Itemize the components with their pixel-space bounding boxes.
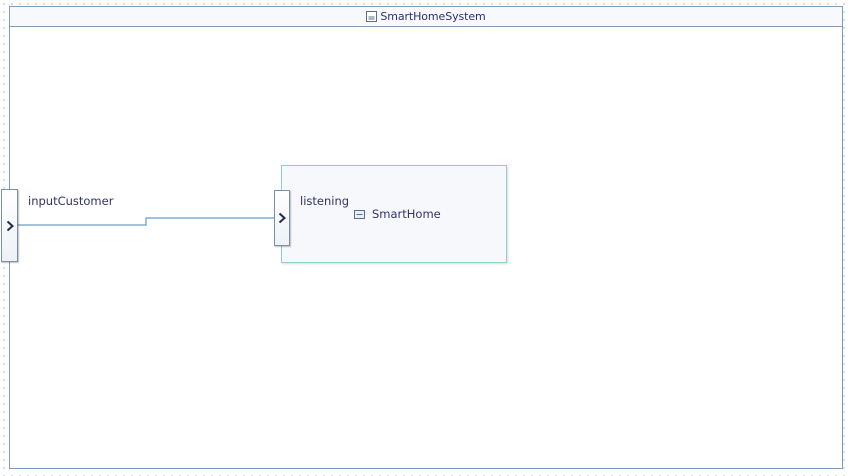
component-icon [354,209,365,219]
port-label-input-customer: inputCustomer [28,194,114,208]
chevron-right-icon [278,212,286,224]
port-listening[interactable] [274,190,290,246]
component-title: SmartHome [372,207,441,221]
chevron-right-icon [6,220,14,231]
port-label-listening: listening [300,194,350,208]
component-icon [366,11,378,22]
port-input-customer[interactable] [1,189,18,262]
component-smart-home[interactable] [281,165,507,263]
system-frame[interactable]: SmartHomeSystem [9,6,843,469]
component-name: SmartHome [354,207,441,221]
system-title: SmartHomeSystem [380,10,486,23]
system-header: SmartHomeSystem [10,7,842,27]
